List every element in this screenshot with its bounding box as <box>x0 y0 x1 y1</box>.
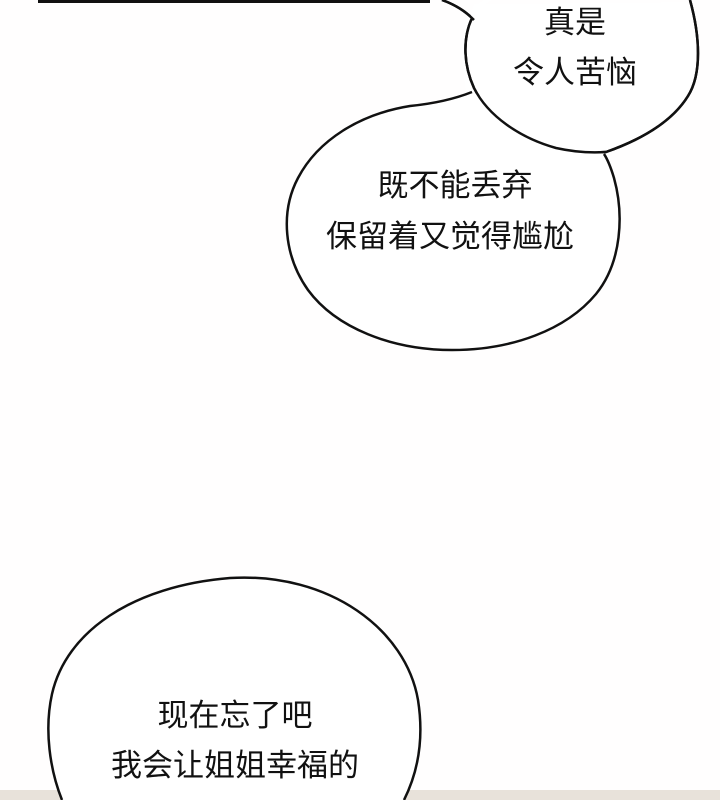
speech-bubble-lower <box>47 576 422 800</box>
bubble-top-text-line-2: 令人苦恼 <box>513 55 637 91</box>
bubble-bottom-text-line-2: 我会让姐姐幸福的 <box>111 748 359 784</box>
bubble-bottom-text-line-1: 现在忘了吧 <box>157 698 313 734</box>
speech-bubble-middle-outline <box>285 90 621 352</box>
bubble-top-text-line-1: 真是 <box>544 5 606 41</box>
speech-bubble-top-outline-redraw <box>464 0 700 154</box>
bubble-top-notch <box>441 0 475 21</box>
bubble-middle-text-line-1: 既不能丢弃 <box>377 168 533 204</box>
speech-bubble-top-fill <box>468 2 695 151</box>
bubble-middle-text-line-2: 保留着又觉得尴尬 <box>326 219 574 255</box>
